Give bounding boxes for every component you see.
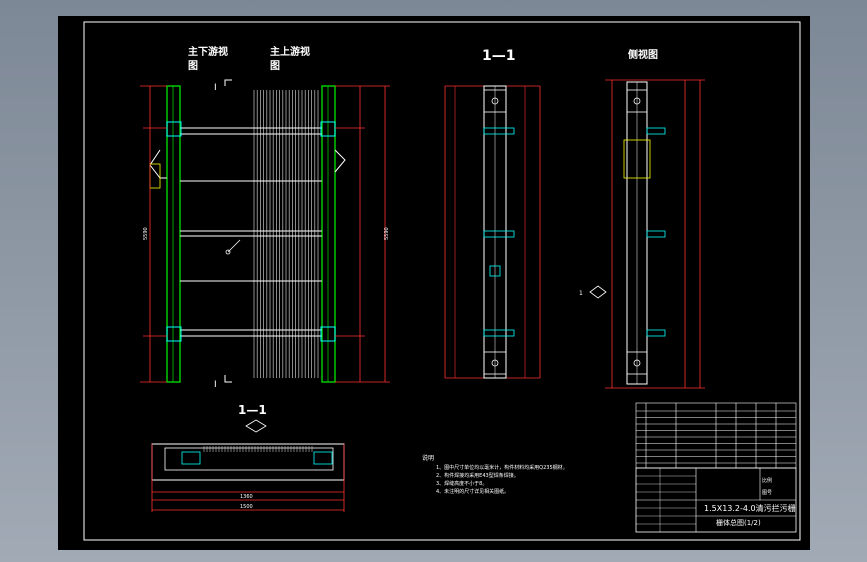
plan-title: 1—1 — [238, 403, 267, 417]
front-left-title: 主下游视 — [188, 45, 228, 58]
front-right-title-2: 图 — [270, 60, 280, 72]
section-title: 1—1 — [482, 48, 515, 64]
plan-dim-inner: 1360 — [240, 494, 253, 500]
plan-view: 1—1 1360 1500 — [151, 403, 345, 512]
side-mark: 1 — [579, 290, 583, 297]
side-title: 侧视图 — [628, 48, 658, 61]
side-view: 侧视图 1 — [579, 48, 705, 389]
dim-right-total: 5590 — [384, 227, 390, 240]
sheet-border — [83, 21, 801, 541]
sheet-label: 图号 — [762, 490, 772, 496]
title-block: 1.5X13.2-4.0清污拦污栅 栅体总图(1/2) 比例 图号 — [635, 402, 797, 533]
drawing-name: 栅体总图(1/2) — [716, 518, 761, 527]
plan-dim-total: 1500 — [240, 504, 253, 510]
project-name: 1.5X13.2-4.0清污拦污栅 — [704, 503, 796, 513]
scale-label: 比例 — [762, 477, 772, 484]
section-mark-bottom: I — [214, 380, 217, 390]
front-view: 主下游视 图 主上游视 图 I I — [140, 45, 390, 390]
front-left-title-2: 图 — [188, 60, 198, 72]
dim-left-total: 5590 — [143, 227, 149, 240]
notes-block: 说明 1、图中尺寸单位均以毫米计，构件材料均采用Q235钢材。 2、构件焊接均采… — [422, 454, 568, 495]
notes-item-2: 2、构件焊接均采用E43型焊条焊接。 — [436, 472, 519, 479]
notes-item-1: 1、图中尺寸单位均以毫米计，构件材料均采用Q235钢材。 — [436, 464, 568, 471]
section-mark-top: I — [214, 83, 217, 93]
section-view: 1—1 — [444, 48, 541, 379]
notes-heading: 说明 — [422, 454, 434, 462]
notes-item-3: 3、焊缝高度不小于8。 — [436, 480, 487, 487]
notes-item-4: 4、未注明的尺寸详见相关图纸。 — [436, 488, 509, 495]
front-right-title: 主上游视 — [270, 45, 310, 58]
